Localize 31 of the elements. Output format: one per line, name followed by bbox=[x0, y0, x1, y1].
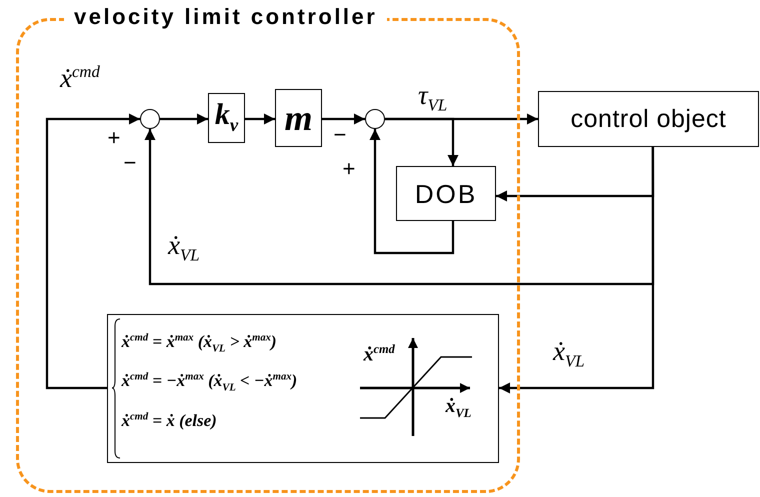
arrow bbox=[144, 129, 654, 286]
signal-label: ẋ$_{VL}$ bbox=[168, 232, 200, 264]
arrow bbox=[46, 114, 140, 390]
sign-label: − bbox=[334, 124, 346, 146]
block-label: k$_{v}$ bbox=[214, 100, 238, 136]
frame-title: velocity limit controller bbox=[64, 6, 388, 28]
axis-label: ẋ$_{VL}$ bbox=[446, 396, 472, 419]
axis-label: ẋ$^{cmd}$ bbox=[364, 342, 395, 364]
arrow bbox=[245, 114, 275, 124]
equation: ẋ$^{cmd}$ = −ẋ$^{max}$ (ẋ$_{VL}$ < −ẋ$^{max}$) bbox=[122, 372, 298, 394]
gain-block bbox=[208, 93, 245, 143]
arrow bbox=[499, 147, 654, 394]
observer-block bbox=[396, 166, 496, 221]
block-label: m bbox=[284, 100, 312, 136]
equation: ẋ$^{cmd}$ = ẋ (else) bbox=[122, 412, 217, 428]
equation: ẋ$^{cmd}$ = ẋ$^{max}$ (ẋ$_{VL}$ > ẋ$^{max}$) bbox=[122, 332, 277, 354]
sign-label: − bbox=[124, 152, 136, 174]
sign-label: + bbox=[342, 158, 356, 180]
plant-block bbox=[538, 91, 759, 147]
arrow bbox=[322, 114, 365, 124]
arrow bbox=[370, 129, 454, 254]
block-label: DOB bbox=[414, 180, 478, 206]
signal-label: τ$_{VL}$ bbox=[418, 82, 448, 114]
block-label: control object bbox=[570, 106, 726, 132]
sign-label: + bbox=[108, 126, 120, 148]
mass-block bbox=[275, 89, 322, 147]
signal-label: ẋ$^{cmd}$ bbox=[60, 64, 100, 92]
arrow bbox=[385, 118, 458, 166]
signal-label: ẋ$_{VL}$ bbox=[553, 338, 585, 370]
arrow bbox=[160, 114, 208, 124]
limiter-block bbox=[107, 314, 499, 463]
